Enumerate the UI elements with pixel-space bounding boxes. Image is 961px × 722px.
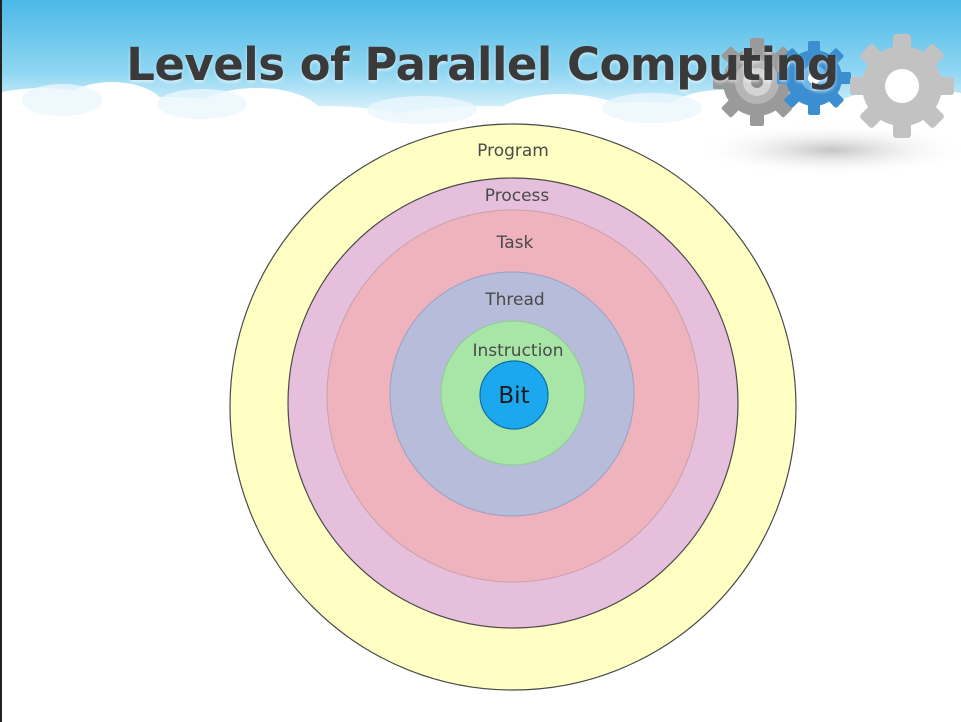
- gear-icon-blue: [777, 41, 851, 115]
- label-bit: Bit: [498, 383, 529, 409]
- slide-title: Levels of Parallel Computing: [126, 38, 839, 91]
- label-task: Task: [496, 233, 534, 253]
- label-program: Program: [477, 141, 549, 161]
- gear-icon-gray: [713, 38, 801, 126]
- label-process: Process: [485, 186, 550, 206]
- gears-decoration: [713, 34, 954, 138]
- label-thread: Thread: [484, 290, 544, 310]
- ring-bit: [479, 360, 549, 430]
- gear-shadow: [692, 124, 961, 176]
- label-instruction: Instruction: [473, 341, 564, 361]
- gear-icon-silver: [850, 34, 954, 138]
- level-bit: Bit: [479, 360, 549, 430]
